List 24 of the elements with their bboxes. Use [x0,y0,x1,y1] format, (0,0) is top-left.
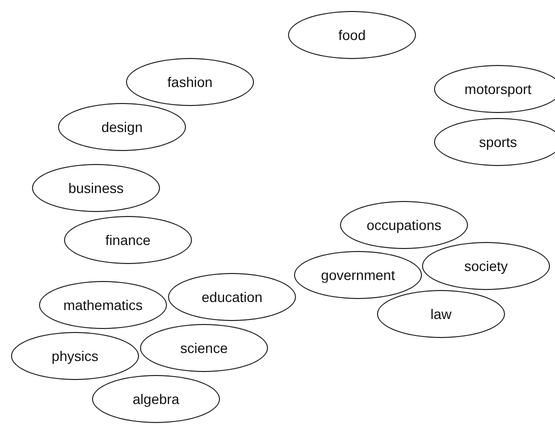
topic-label: law [430,306,452,322]
topic-label: government [321,267,395,283]
topic-label: food [338,27,366,43]
topic-label: motorsport [464,81,532,97]
topic-ellipse [434,65,555,113]
topic-ellipse [422,242,550,290]
topic-label: physics [52,348,98,364]
topic-label: finance [105,232,151,248]
topic-label: society [464,258,508,274]
topic-label: algebra [132,391,180,407]
topic-label: science [180,340,228,356]
topic-label: occupations [366,217,442,233]
topic-ellipse [140,324,268,372]
topic-label: sports [478,134,518,150]
topic-ellipse [11,332,139,380]
topic-label: education [202,289,262,305]
topic-label: mathematics [63,297,143,313]
topic-ellipse [294,251,422,299]
topic-ellipse [168,273,296,321]
topic-ellipse [39,281,167,329]
topic-ellipse [434,118,555,166]
topic-label: fashion [167,74,213,90]
topic-label: design [101,119,143,135]
topic-label: business [68,180,124,196]
